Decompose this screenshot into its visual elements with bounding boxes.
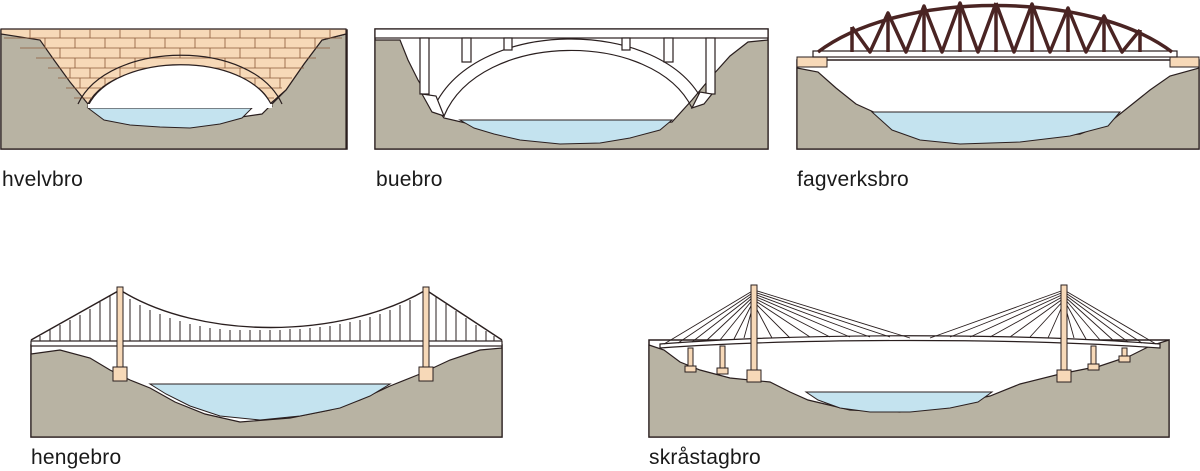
arch-intrados bbox=[87, 64, 273, 107]
pier-4 bbox=[1121, 347, 1128, 357]
panel-arch-masonry bbox=[0, 28, 348, 150]
towers bbox=[112, 286, 434, 382]
deck bbox=[659, 335, 1161, 349]
pylon-right bbox=[1060, 284, 1068, 371]
water bbox=[804, 391, 994, 413]
caption-cable-stayed: skråstagbro bbox=[649, 446, 761, 469]
water bbox=[458, 119, 674, 145]
pylon-left bbox=[750, 284, 758, 371]
arch-rib bbox=[431, 38, 705, 113]
panel-truss bbox=[796, 1, 1200, 150]
caption-truss: fagverksbro bbox=[797, 168, 909, 191]
caption-arch-masonry: hvelvbro bbox=[2, 168, 83, 191]
water bbox=[148, 383, 392, 421]
pylons-and-piers bbox=[684, 284, 1131, 383]
pier-2-base bbox=[716, 367, 729, 375]
pier-right bbox=[418, 366, 434, 382]
pier-3 bbox=[1090, 345, 1097, 365]
abutment-right bbox=[1169, 56, 1200, 68]
tower-left bbox=[116, 286, 124, 368]
truss-members bbox=[816, 1, 1174, 54]
pier-4-base bbox=[1118, 355, 1131, 363]
water bbox=[870, 111, 1122, 145]
pier-left bbox=[112, 366, 128, 382]
caption-suspension: hengebro bbox=[31, 446, 122, 469]
panel-suspension bbox=[30, 286, 503, 438]
main-cable bbox=[30, 289, 503, 341]
arch-abutments bbox=[420, 91, 714, 117]
water bbox=[86, 107, 254, 129]
pier-2 bbox=[719, 345, 726, 369]
pier-1-base bbox=[684, 365, 697, 373]
deck bbox=[30, 340, 503, 347]
tower-right bbox=[422, 286, 430, 368]
spandrel-columns bbox=[419, 37, 716, 95]
abutment-left bbox=[796, 56, 828, 68]
arch-rib-inner bbox=[443, 49, 693, 117]
pylon-base-left bbox=[746, 369, 762, 383]
pylon-base-right bbox=[1056, 369, 1072, 383]
caption-arch: buebro bbox=[376, 168, 443, 191]
panel-cable-stayed bbox=[648, 284, 1170, 438]
pier-3-base bbox=[1087, 363, 1100, 371]
panel-arch bbox=[374, 28, 769, 150]
arch-ring bbox=[77, 54, 283, 105]
deck bbox=[374, 28, 769, 39]
pier-1 bbox=[687, 347, 694, 367]
stay-cables bbox=[663, 289, 1157, 345]
hangers bbox=[39, 295, 495, 341]
water-cover bbox=[88, 104, 272, 108]
